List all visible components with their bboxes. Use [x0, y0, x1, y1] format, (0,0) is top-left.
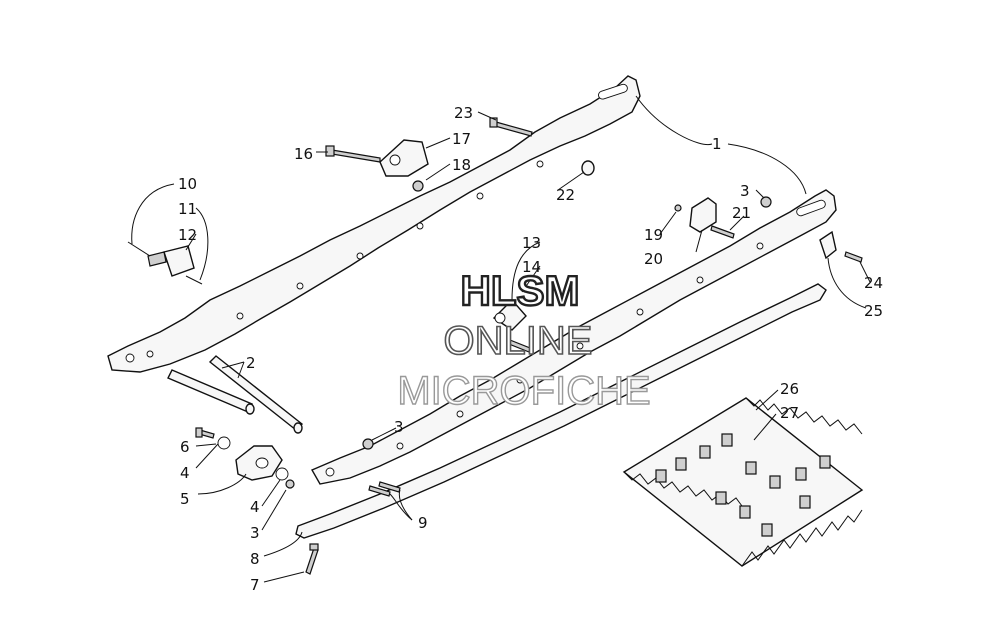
callout-26: 26: [780, 380, 799, 398]
callout-22: 22: [556, 186, 575, 204]
callout-3-top: 3: [740, 182, 750, 200]
callout-3-bottom: 3: [250, 524, 260, 542]
watermark-line-1: HLSM: [461, 267, 580, 314]
callout-16: 16: [294, 145, 313, 163]
callout-9: 9: [418, 514, 428, 532]
bolts-9: [368, 481, 401, 497]
watermark-line-2: ONLINE: [444, 319, 593, 363]
callout-21: 21: [732, 204, 751, 222]
leader-lines: [131, 95, 871, 583]
callout-5: 5: [180, 490, 190, 508]
block-20: [674, 197, 717, 233]
rear-bumper-5: [235, 445, 283, 481]
screw-7: [305, 543, 319, 575]
callout-20: 20: [644, 250, 663, 268]
nut-3-mid: [362, 438, 374, 450]
callout-25: 25: [864, 302, 883, 320]
callouts: 1 2 3 3 3 4 4 5 6 7 8 9 10 11 12 13 14 1…: [178, 104, 883, 594]
callout-17: 17: [452, 130, 471, 148]
wear-strip: [295, 283, 827, 539]
front-bumper-block-17: [379, 139, 429, 192]
right-slide-rail: [311, 189, 837, 485]
washers-4: [217, 436, 295, 489]
track-section: [622, 397, 864, 567]
callout-2: 2: [246, 354, 256, 372]
callout-10: 10: [178, 175, 197, 193]
nut-3-top: [760, 196, 772, 208]
bolt-16: [325, 145, 381, 163]
callout-18: 18: [452, 156, 471, 174]
callout-24: 24: [864, 274, 883, 292]
bolt-21: [710, 225, 735, 239]
rear-idler-bracket-10-12: [127, 241, 203, 285]
track-cleats: [655, 433, 831, 537]
callout-13: 13: [522, 234, 541, 252]
callout-23: 23: [454, 104, 473, 122]
cross-shafts: [167, 355, 304, 434]
left-slide-rail: [107, 75, 641, 373]
callout-3-mid: 3: [394, 418, 404, 436]
callout-14: 14: [522, 258, 541, 276]
watermark: HLSM ONLINE MICROFICHE: [397, 266, 652, 414]
bracket-25: [819, 230, 863, 263]
callout-1: 1: [712, 135, 722, 153]
callout-11: 11: [178, 200, 197, 218]
callout-27: 27: [780, 404, 799, 422]
callout-12: 12: [178, 226, 197, 244]
stopper-13-15: [492, 298, 531, 353]
bolt-23: [489, 117, 533, 137]
spacer-22: [581, 160, 595, 176]
callout-6: 6: [180, 438, 190, 456]
bolt-6: [195, 427, 215, 439]
watermark-line-3: MICROFICHE: [397, 369, 650, 413]
callout-8: 8: [250, 550, 260, 568]
callout-7: 7: [250, 576, 260, 594]
callout-4-left: 4: [180, 464, 190, 482]
callout-4-right: 4: [250, 498, 260, 516]
callout-19: 19: [644, 226, 663, 244]
